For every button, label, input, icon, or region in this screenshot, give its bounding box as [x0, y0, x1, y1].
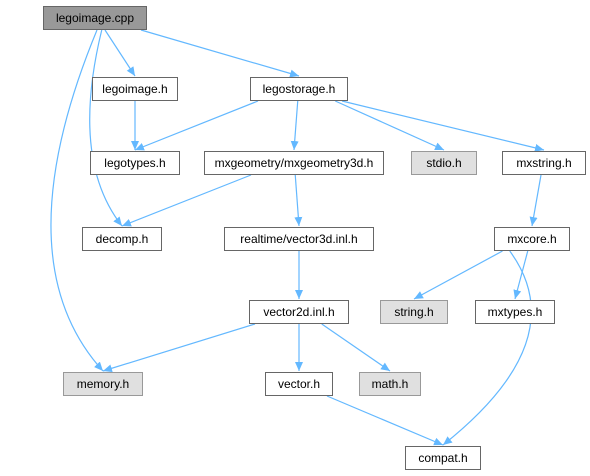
node-string-h[interactable]: string.h: [380, 300, 448, 324]
edge-vector-h-to-compat-h: [326, 395, 444, 446]
edge-mxgeometry3d-h-to-vector3d-inl-h: [294, 174, 303, 227]
edge-legostorage-h-to-mxgeometry3d-h: [290, 100, 299, 151]
node-legoimage-h[interactable]: legoimage.h: [92, 77, 178, 101]
edge-legostorage-h-to-stdio-h: [335, 100, 445, 151]
edge-legoimage-cpp-to-decomp-h: [89, 29, 123, 227]
node-legotypes-h[interactable]: legotypes.h: [90, 151, 180, 175]
node-compat-h[interactable]: compat.h: [405, 446, 481, 470]
node-mxtypes-h[interactable]: mxtypes.h: [475, 300, 555, 324]
node-mxstring-h[interactable]: mxstring.h: [502, 151, 586, 175]
edge-mxcore-h-to-string-h: [413, 250, 503, 300]
edge-mxcore-h-to-mxtypes-h: [513, 250, 529, 300]
edge-vector2d-inl-h-to-memory-h: [102, 323, 256, 373]
edge-legoimage-cpp-to-memory-h: [50, 29, 104, 372]
edge-legostorage-h-to-legotypes-h: [134, 100, 259, 151]
node-decomp-h[interactable]: decomp.h: [82, 227, 162, 251]
node-mxgeometry3d-h[interactable]: mxgeometry/mxgeometry3d.h: [204, 151, 384, 175]
node-legostorage-h[interactable]: legostorage.h: [250, 77, 348, 101]
node-memory-h[interactable]: memory.h: [63, 372, 143, 396]
edge-mxgeometry3d-h-to-decomp-h: [121, 174, 252, 227]
edge-legostorage-h-to-mxstring-h: [341, 100, 545, 152]
node-mxcore-h[interactable]: mxcore.h: [494, 227, 570, 251]
node-vector2d-inl-h[interactable]: vector2d.inl.h: [249, 300, 349, 324]
node-math-h[interactable]: math.h: [359, 372, 421, 396]
edge-legoimage-cpp-to-legoimage-h: [104, 29, 136, 77]
node-vector3d-inl-h[interactable]: realtime/vector3d.inl.h: [224, 227, 374, 251]
edge-vector2d-inl-h-to-math-h: [321, 323, 391, 372]
node-vector-h[interactable]: vector.h: [265, 372, 333, 396]
edge-legoimage-cpp-to-legostorage-h: [140, 29, 300, 78]
edge-mxcore-h-to-compat-h: [442, 250, 532, 446]
edge-mxstring-h-to-mxcore-h: [529, 174, 542, 227]
node-stdio-h[interactable]: stdio.h: [411, 151, 477, 175]
node-legoimage-cpp[interactable]: legoimage.cpp: [43, 6, 147, 30]
